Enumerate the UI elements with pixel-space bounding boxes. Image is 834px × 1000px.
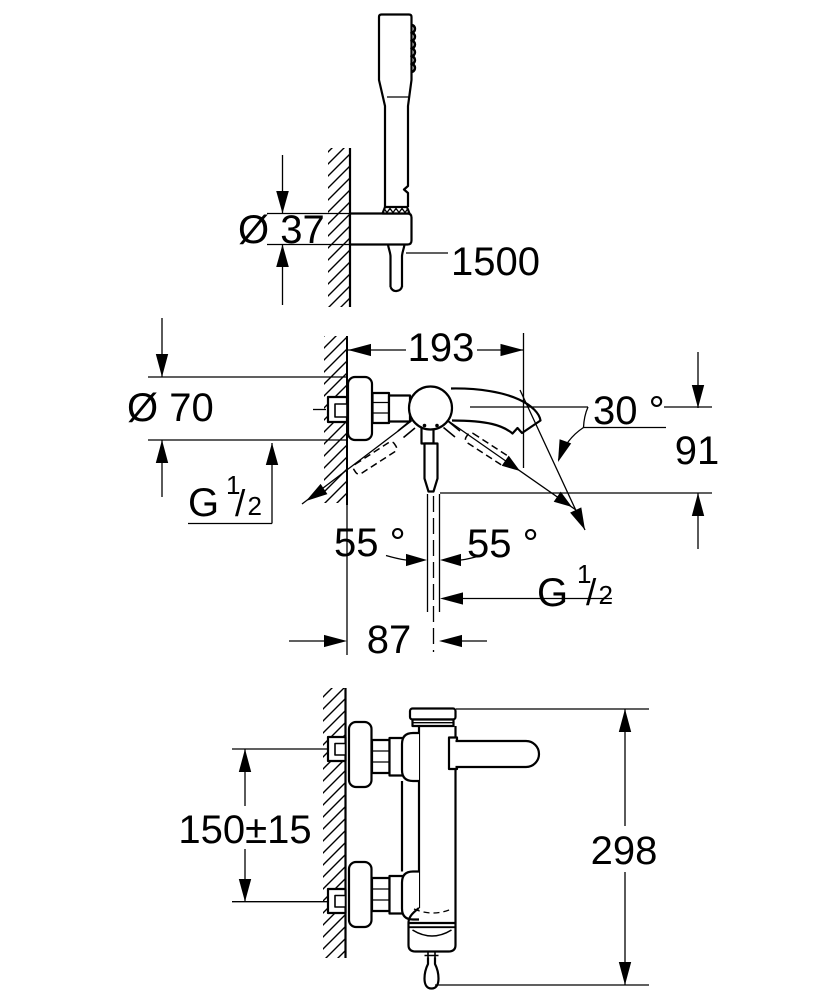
ball-joint-upper xyxy=(400,731,419,783)
thread-label-wall: G 1 / 2 xyxy=(188,443,279,525)
dim-label-spout-height: 91 xyxy=(675,429,720,473)
dim-label-total-height: 298 xyxy=(591,829,658,873)
wall-supply-connection xyxy=(313,395,349,424)
lever-swing-indication: 55 ° 55 ° xyxy=(301,389,586,652)
dim-label-spout-angle: 30 ° xyxy=(593,389,665,433)
lever-side xyxy=(455,739,541,769)
spout xyxy=(450,387,542,435)
thread-outlet-letter: G xyxy=(537,571,568,615)
thread-outlet-slash: / xyxy=(586,572,597,613)
body-cylinder xyxy=(387,394,412,423)
dim-holder-diameter: Ø 37 xyxy=(238,155,388,305)
union-nut xyxy=(371,391,391,425)
ball-joint-lower xyxy=(400,870,419,921)
wall-section-side xyxy=(323,688,347,958)
wall-section xyxy=(328,148,352,307)
thread-wall-slash: / xyxy=(235,483,246,524)
dim-label-holder-diameter: Ø 37 xyxy=(238,208,325,252)
shower-holder xyxy=(348,212,413,246)
thread-outlet-numerator: 1 xyxy=(577,559,591,589)
dim-label-lever-angle-left: 55 ° xyxy=(334,521,406,565)
shower-hose xyxy=(386,244,406,293)
hand-shower xyxy=(377,13,417,215)
dim-connection-span: 150±15 xyxy=(178,748,328,903)
mixer-body-side xyxy=(347,707,541,990)
wall-section-front xyxy=(324,336,348,655)
hand-shower-view: Ø 37 1500 xyxy=(238,13,540,307)
dim-label-lever-angle-right: 55 ° xyxy=(467,522,539,566)
dim-wall-distance-87: 87 xyxy=(289,618,487,662)
dim-label-width: 193 xyxy=(408,326,475,370)
outlet-cup xyxy=(407,921,457,953)
thread-outlet-denominator: 2 xyxy=(599,580,613,610)
dim-rosette-diameter: Ø 70 xyxy=(127,318,347,497)
side-view: 150±15 298 xyxy=(178,688,658,990)
dim-total-height: 298 xyxy=(435,708,658,986)
dim-label-connection-span: 150±15 xyxy=(178,808,311,852)
mixer-body-front xyxy=(346,375,542,493)
supply-connections-side xyxy=(326,735,347,915)
flange-lower xyxy=(347,860,373,929)
cartridge-ball xyxy=(407,385,454,431)
dim-spout-angle: 30 ° xyxy=(470,389,712,462)
top-cap xyxy=(408,707,457,721)
escutcheon-flange xyxy=(346,375,374,442)
thread-wall-letter: G xyxy=(188,481,219,525)
dim-spout-height-91: 91 xyxy=(440,352,719,549)
dim-hose-length: 1500 xyxy=(406,240,540,284)
lever-handle xyxy=(423,442,439,493)
dim-width-193: 193 xyxy=(348,326,525,468)
thread-wall-numerator: 1 xyxy=(226,470,240,500)
dim-label-hose-length: 1500 xyxy=(451,240,540,284)
flange-upper xyxy=(347,720,373,789)
hose-connector xyxy=(423,957,440,990)
thread-wall-denominator: 2 xyxy=(248,491,262,521)
dim-label-wall-distance: 87 xyxy=(367,618,412,662)
front-view: 193 Ø 70 G 1 / 2 xyxy=(127,318,719,662)
dim-label-rosette-diameter: Ø 70 xyxy=(127,386,214,430)
thread-label-outlet: G 1 / 2 xyxy=(440,559,613,615)
